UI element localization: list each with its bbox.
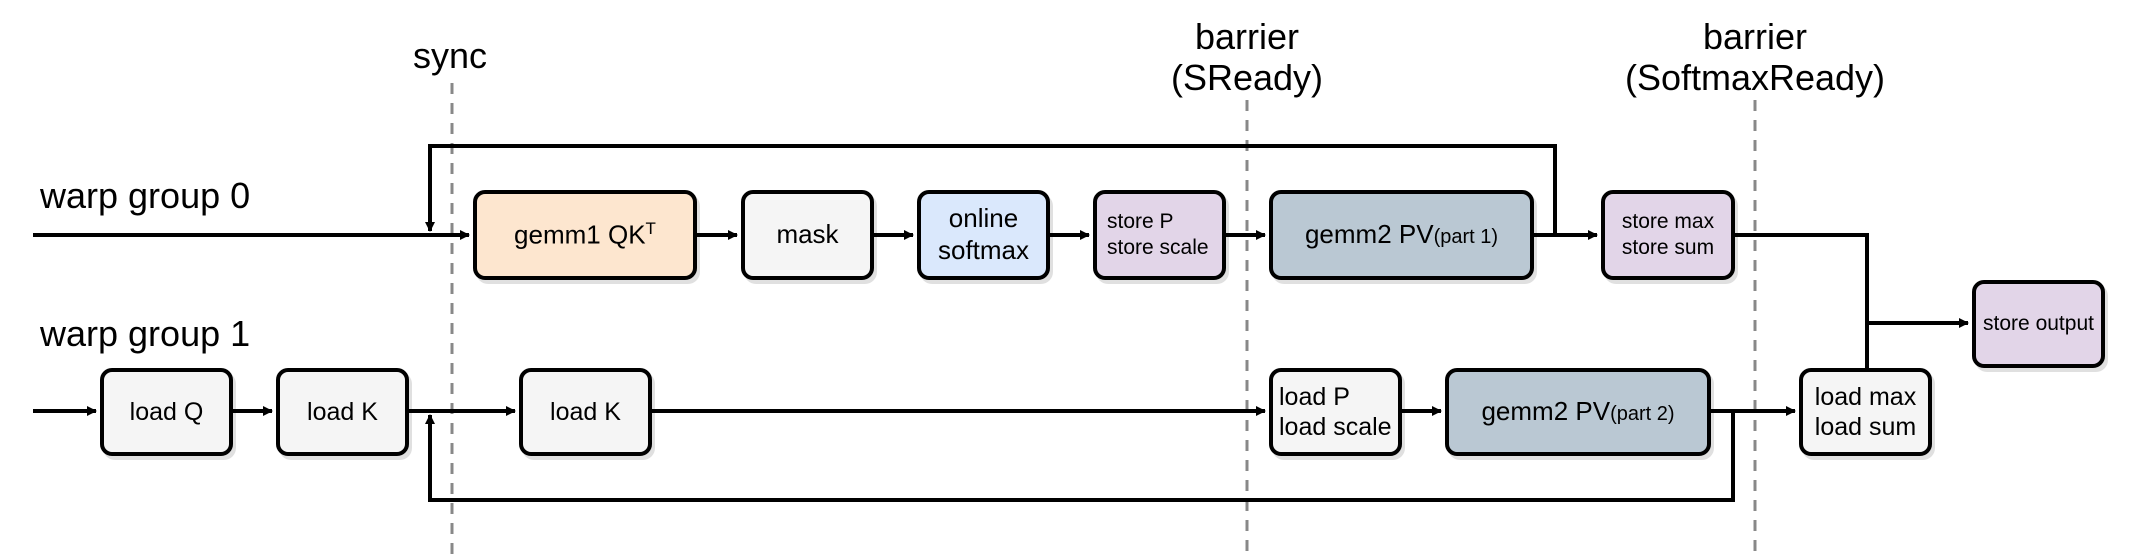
gemm2-part1-label: gemm2 PV — [1304, 219, 1434, 250]
gemm2-part1-sub: (part 1) — [1433, 226, 1499, 249]
store-p-scale-node: store P store scale — [1093, 190, 1226, 280]
gemm1-text: gemm1 QKT — [514, 219, 656, 251]
online-softmax-text: online softmax — [938, 203, 1029, 266]
gemm2-part1-text: gemm2 PV(part 1) — [1305, 219, 1498, 251]
warp-group-1-label: warp group 1 — [40, 313, 251, 354]
store-p-scale-text: store P store scale — [1107, 209, 1209, 260]
barrier-softmaxready-line2: (SoftmaxReady) — [1624, 57, 1886, 99]
load-k-node-2: load K — [519, 368, 652, 456]
barrier-softmaxready-label: barrier (SoftmaxReady) — [1615, 16, 1895, 99]
store-sum-line: store sum — [1621, 236, 1715, 259]
load-k-2-label: load K — [550, 397, 621, 426]
gemm2-part2-node: gemm2 PV(part 2) — [1445, 368, 1711, 456]
gemm1-label: gemm1 QK — [514, 219, 646, 250]
load-max-line: load max — [1814, 382, 1917, 411]
load-scale-line: load scale — [1279, 413, 1392, 441]
load-max-sum-text: load max load sum — [1815, 382, 1916, 443]
gemm1-transpose-sup: T — [645, 218, 656, 238]
barrier-sready-line1: barrier — [1194, 16, 1300, 57]
barrier-softmaxready-line1: barrier — [1702, 16, 1808, 57]
online-softmax-node: online softmax — [917, 190, 1050, 280]
load-p-scale-text: load P load scale — [1279, 382, 1392, 443]
mask-label: mask — [776, 219, 839, 250]
online-softmax-line2: softmax — [937, 235, 1030, 265]
store-p-line: store P — [1107, 210, 1174, 234]
store-scale-line: store scale — [1107, 236, 1209, 259]
load-max-sum-node: load max load sum — [1799, 368, 1932, 456]
load-k-1-label: load K — [307, 397, 378, 426]
wg0-loop-back-arrow — [425, 144, 1557, 235]
load-k-node-1: load K — [276, 368, 409, 456]
gemm1-qkt-node: gemm1 QKT — [473, 190, 697, 280]
store-max-sum-text: store max store sum — [1622, 209, 1714, 260]
load-q-node: load Q — [100, 368, 233, 456]
load-p-scale-node: load P load scale — [1269, 368, 1402, 456]
load-q-label: load Q — [129, 397, 204, 426]
load-p-line: load P — [1279, 382, 1350, 411]
barrier-sready-line2: (SReady) — [1170, 57, 1324, 99]
gemm2-part1-node: gemm2 PV(part 1) — [1269, 190, 1534, 280]
store-output-label: store output — [1983, 312, 2094, 336]
wg1-loop-back-arrow — [425, 411, 1735, 502]
store-max-sum-node: store max store sum — [1601, 190, 1735, 280]
store-max-line: store max — [1621, 210, 1715, 234]
gemm2-part2-sub: (part 2) — [1610, 403, 1675, 426]
load-sum-line: load sum — [1814, 413, 1917, 441]
barrier-sready-label: barrier (SReady) — [1147, 16, 1347, 99]
gemm2-part2-label: gemm2 PV — [1481, 396, 1611, 427]
store-output-node: store output — [1972, 280, 2105, 368]
gemm2-part2-text: gemm2 PV(part 2) — [1481, 396, 1674, 428]
mask-node: mask — [741, 190, 874, 280]
sync-label: sync — [413, 35, 488, 76]
online-softmax-line1: online — [948, 203, 1019, 234]
warp-group-0-label: warp group 0 — [40, 175, 251, 216]
